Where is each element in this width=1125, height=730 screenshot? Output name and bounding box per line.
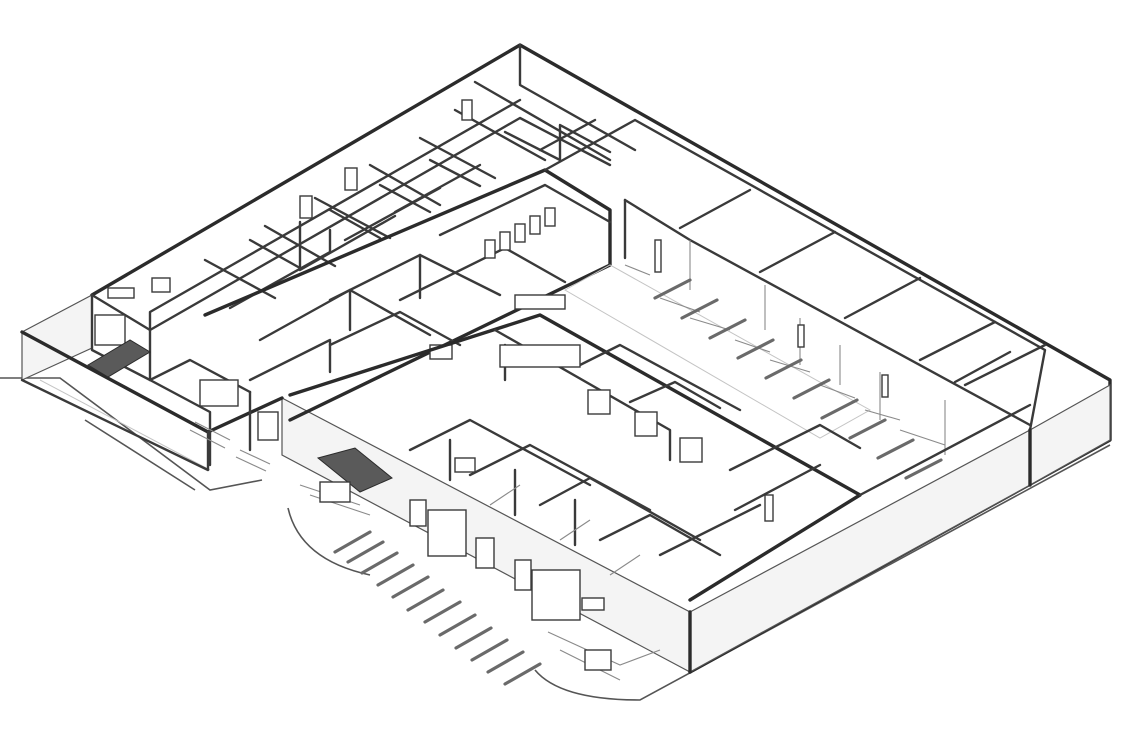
north-wing-rooms [90, 43, 637, 332]
east-outer-wall [688, 403, 1032, 674]
south-canopy-icon [316, 447, 393, 493]
site-ground-lines [0, 377, 1111, 701]
central-spine-block [203, 168, 612, 422]
south-wing-rooms [288, 313, 862, 602]
east-wing-rooms [543, 118, 1047, 455]
entry-canopy-icon [87, 339, 151, 378]
open-courtyard [563, 264, 946, 446]
west-entry-block [87, 293, 393, 516]
parking-stripes [333, 278, 943, 686]
south-facade [319, 481, 661, 681]
